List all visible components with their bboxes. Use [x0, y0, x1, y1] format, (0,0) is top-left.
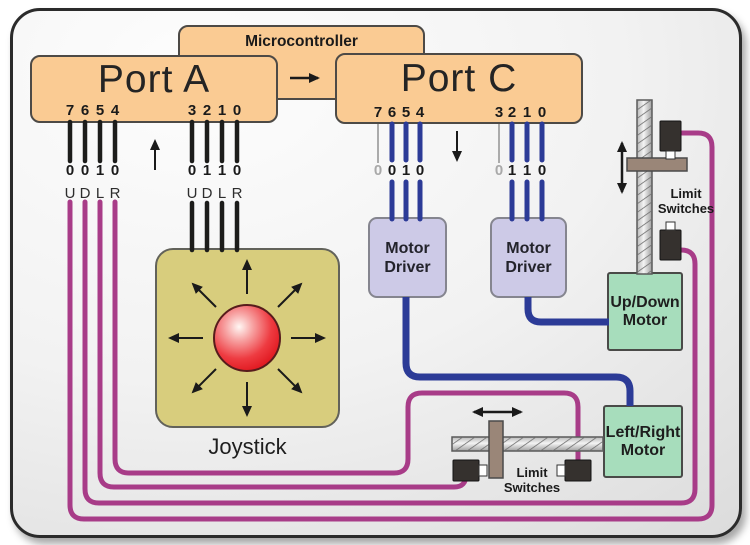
- motor-driver-2-label-line1: Motor: [506, 239, 551, 257]
- up-down-motor-label-line1: Up/Down: [610, 293, 680, 311]
- up-down-motor-label-line2: Motor: [622, 311, 668, 329]
- joystick-label: Joystick: [208, 434, 287, 459]
- motor-driver-1-label-line1: Motor: [385, 239, 430, 257]
- up-down-motor: Up/Down Motor: [607, 272, 683, 351]
- limit-label-line1: Limit: [516, 465, 548, 480]
- port-a-signal-u: U: [64, 185, 76, 202]
- left-right-motor: Left/Right Motor: [603, 405, 683, 478]
- port-c-pin-2: 2: [507, 104, 517, 121]
- port-a-box: [30, 55, 278, 123]
- port-c-pin-0: 0: [537, 104, 547, 121]
- port-c-pin-1: 1: [522, 104, 532, 121]
- port-a-signal-r: R: [231, 185, 243, 202]
- port-a-signal-l: L: [95, 185, 105, 202]
- port-a-signal-d: D: [79, 185, 91, 202]
- port-c-value: 0: [537, 162, 547, 179]
- port-a-value: 0: [80, 162, 90, 179]
- port-a-value: 1: [202, 162, 212, 179]
- port-a-signal-l: L: [217, 185, 227, 202]
- left-right-motor-label-line1: Left/Right: [605, 423, 681, 441]
- port-a-pin-4: 4: [110, 102, 120, 119]
- port-c-pin-6: 6: [387, 104, 397, 121]
- microcontroller-label: Microcontroller: [245, 33, 358, 50]
- port-c-box: [335, 53, 583, 124]
- limit-switches-label-horizontal: Limit Switches: [503, 465, 561, 495]
- joystick-pad: [155, 248, 340, 428]
- limit-label-line2: Switches: [503, 480, 561, 495]
- port-a-signal-u: U: [186, 185, 198, 202]
- port-c-value: 0: [415, 162, 425, 179]
- port-a-pin-5: 5: [95, 102, 105, 119]
- port-a-pin-3: 3: [187, 102, 197, 119]
- port-a-value: 1: [217, 162, 227, 179]
- port-a-value: 1: [95, 162, 105, 179]
- port-c-pin-5: 5: [401, 104, 411, 121]
- limit-switches-label-vertical: Limit Switches: [657, 186, 715, 216]
- port-a-label: Port A: [97, 58, 211, 101]
- port-a-value: 0: [187, 162, 197, 179]
- port-c-pin-7: 7: [373, 104, 383, 121]
- port-c-pin-3: 3: [494, 104, 504, 121]
- limit-label-line2: Switches: [657, 201, 715, 216]
- port-a-signal-r: R: [109, 185, 121, 202]
- port-a-signal-d: D: [201, 185, 213, 202]
- motor-driver-2-label-line2: Driver: [505, 258, 552, 276]
- port-a-pin-1: 1: [217, 102, 227, 119]
- port-a-pin-0: 0: [232, 102, 242, 119]
- motor-driver-1-label-line2: Driver: [384, 258, 431, 276]
- motor-driver-2: Motor Driver: [490, 217, 567, 298]
- port-a-value: 0: [65, 162, 75, 179]
- port-c-label: Port C: [400, 57, 518, 100]
- port-c-value: 1: [507, 162, 517, 179]
- left-right-motor-label-line2: Motor: [620, 441, 666, 459]
- port-a-value: 0: [232, 162, 242, 179]
- port-a-value: 0: [110, 162, 120, 179]
- port-c-pin-4: 4: [415, 104, 425, 121]
- motor-driver-1: Motor Driver: [368, 217, 447, 298]
- port-c-value: 1: [522, 162, 532, 179]
- port-a-pin-2: 2: [202, 102, 212, 119]
- port-a-pin-7: 7: [65, 102, 75, 119]
- port-a-pin-6: 6: [80, 102, 90, 119]
- limit-label-line1: Limit: [670, 186, 702, 201]
